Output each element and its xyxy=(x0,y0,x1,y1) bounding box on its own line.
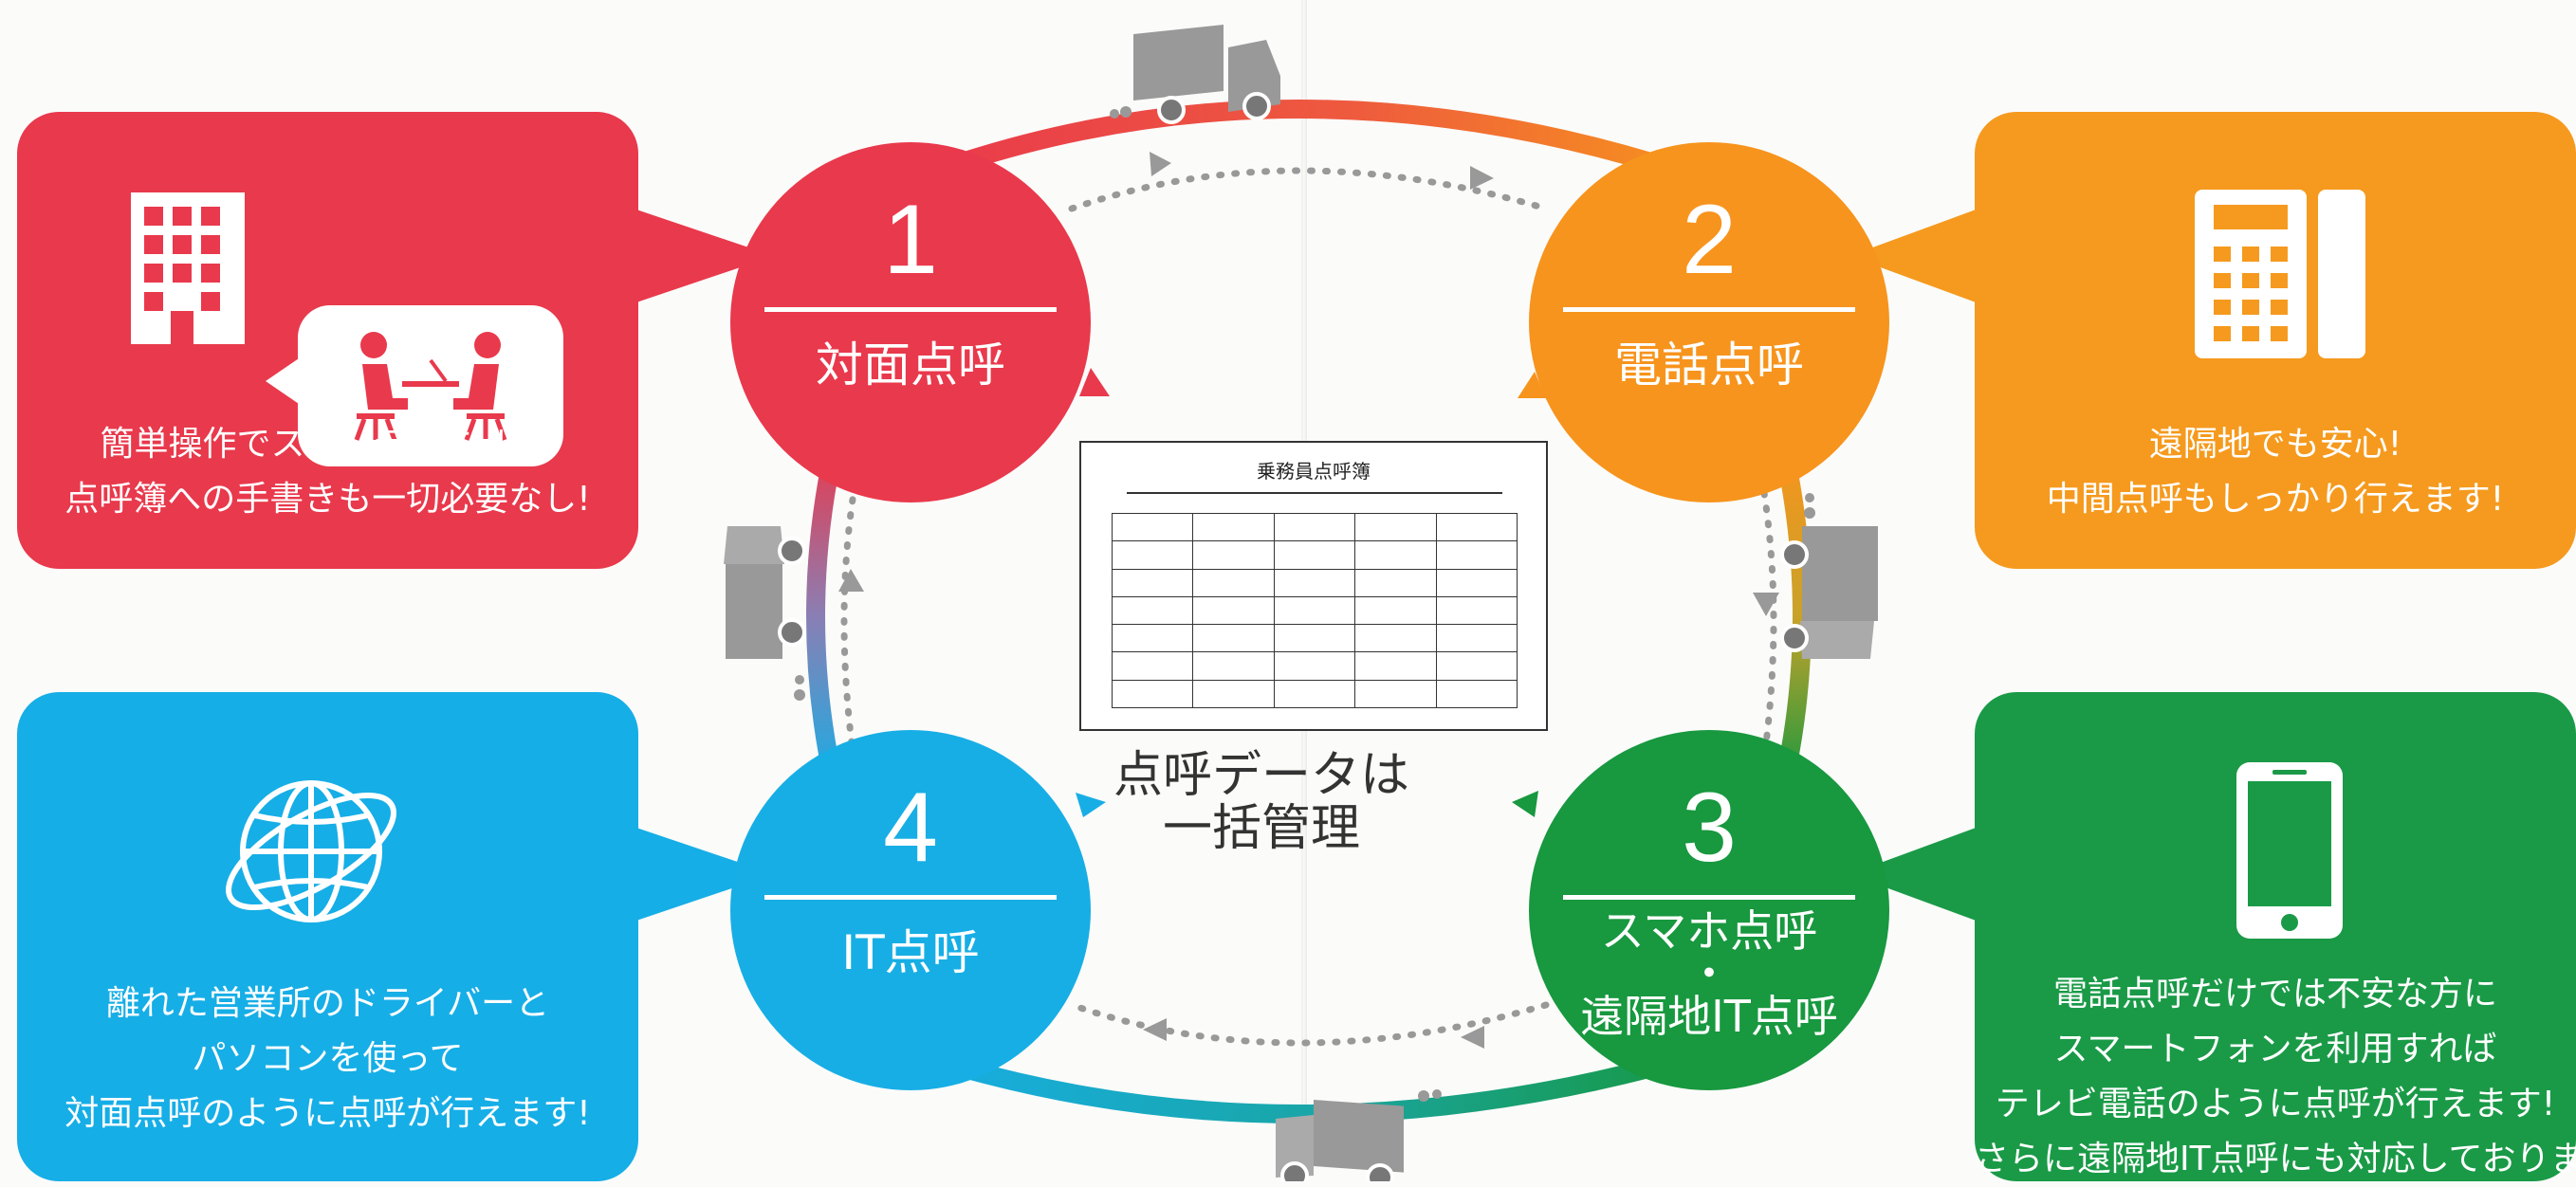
panel-smartphone: 電話点呼だけでは不安な方に スマートフォンを利用すれば テレビ電話のように点呼が… xyxy=(1975,692,2576,1181)
step-2-description: 遠隔地でも安心! 中間点呼もしっかり行えます! xyxy=(2046,425,2505,519)
panel-face-to-face: 簡単操作でスピーディに出発! 点呼簿への手書きも一切必要なし! xyxy=(17,112,638,569)
step-number: 3 xyxy=(1682,773,1737,883)
ring-right xyxy=(1774,443,1812,790)
step-3-circle: 3 スマホ点呼 ・ 遠隔地IT点呼 xyxy=(1529,730,1889,1090)
ring-bottom xyxy=(907,1043,1710,1123)
step-number: 2 xyxy=(1682,185,1737,295)
register-title-rule xyxy=(1127,492,1502,494)
truck-icon xyxy=(1780,493,1878,659)
phone-icon xyxy=(2195,190,2365,358)
step-label: スマホ点呼 ・ 遠隔地IT点呼 xyxy=(1580,905,1838,1042)
meeting-icon xyxy=(354,332,507,441)
speech-bubble xyxy=(298,305,563,466)
step-1-circle: 1 対面点呼 xyxy=(730,142,1091,502)
divider xyxy=(764,895,1057,900)
divider xyxy=(1563,895,1855,900)
step-4-description: 離れた営業所のドライバーと パソコンを使って 対面点呼のように点呼が行えます! xyxy=(64,984,591,1133)
step-number: 4 xyxy=(883,773,938,883)
step-3-description: 電話点呼だけでは不安な方に スマートフォンを利用すれば テレビ電話のように点呼が… xyxy=(1975,975,2576,1178)
panel-phone: 遠隔地でも安心! 中間点呼もしっかり行えます! xyxy=(1975,112,2576,569)
speech-bubble-tail xyxy=(266,356,302,406)
register-grid xyxy=(1111,512,1518,709)
smartphone-icon xyxy=(2236,762,2343,939)
step-label: IT点呼 xyxy=(841,925,980,980)
register-title: 乗務員点呼簿 xyxy=(1257,460,1371,483)
step-number: 1 xyxy=(883,185,938,295)
step-label: 電話点呼 xyxy=(1614,338,1804,393)
divider xyxy=(764,307,1057,312)
step-4-circle: 4 IT点呼 xyxy=(730,730,1091,1090)
central-management-caption: 点呼データは 一括管理 xyxy=(1113,747,1409,857)
building-icon xyxy=(131,192,245,344)
roll-call-register: 乗務員点呼簿 xyxy=(1079,441,1548,731)
truck-icon xyxy=(1110,25,1280,124)
truck-icon xyxy=(724,526,806,701)
globe-icon xyxy=(226,780,396,922)
divider xyxy=(1563,307,1855,312)
ring-top xyxy=(907,100,1711,190)
step-label: 対面点呼 xyxy=(816,338,1005,393)
panel-it-rollcall: 離れた営業所のドライバーと パソコンを使って 対面点呼のように点呼が行えます! xyxy=(17,692,638,1181)
step-1-description: 簡単操作でスピーディに出発! 点呼簿への手書きも一切必要なし! xyxy=(64,425,591,519)
step-2-circle: 2 電話点呼 xyxy=(1529,142,1889,502)
truck-icon xyxy=(1276,1089,1442,1181)
ring-left xyxy=(806,443,844,790)
